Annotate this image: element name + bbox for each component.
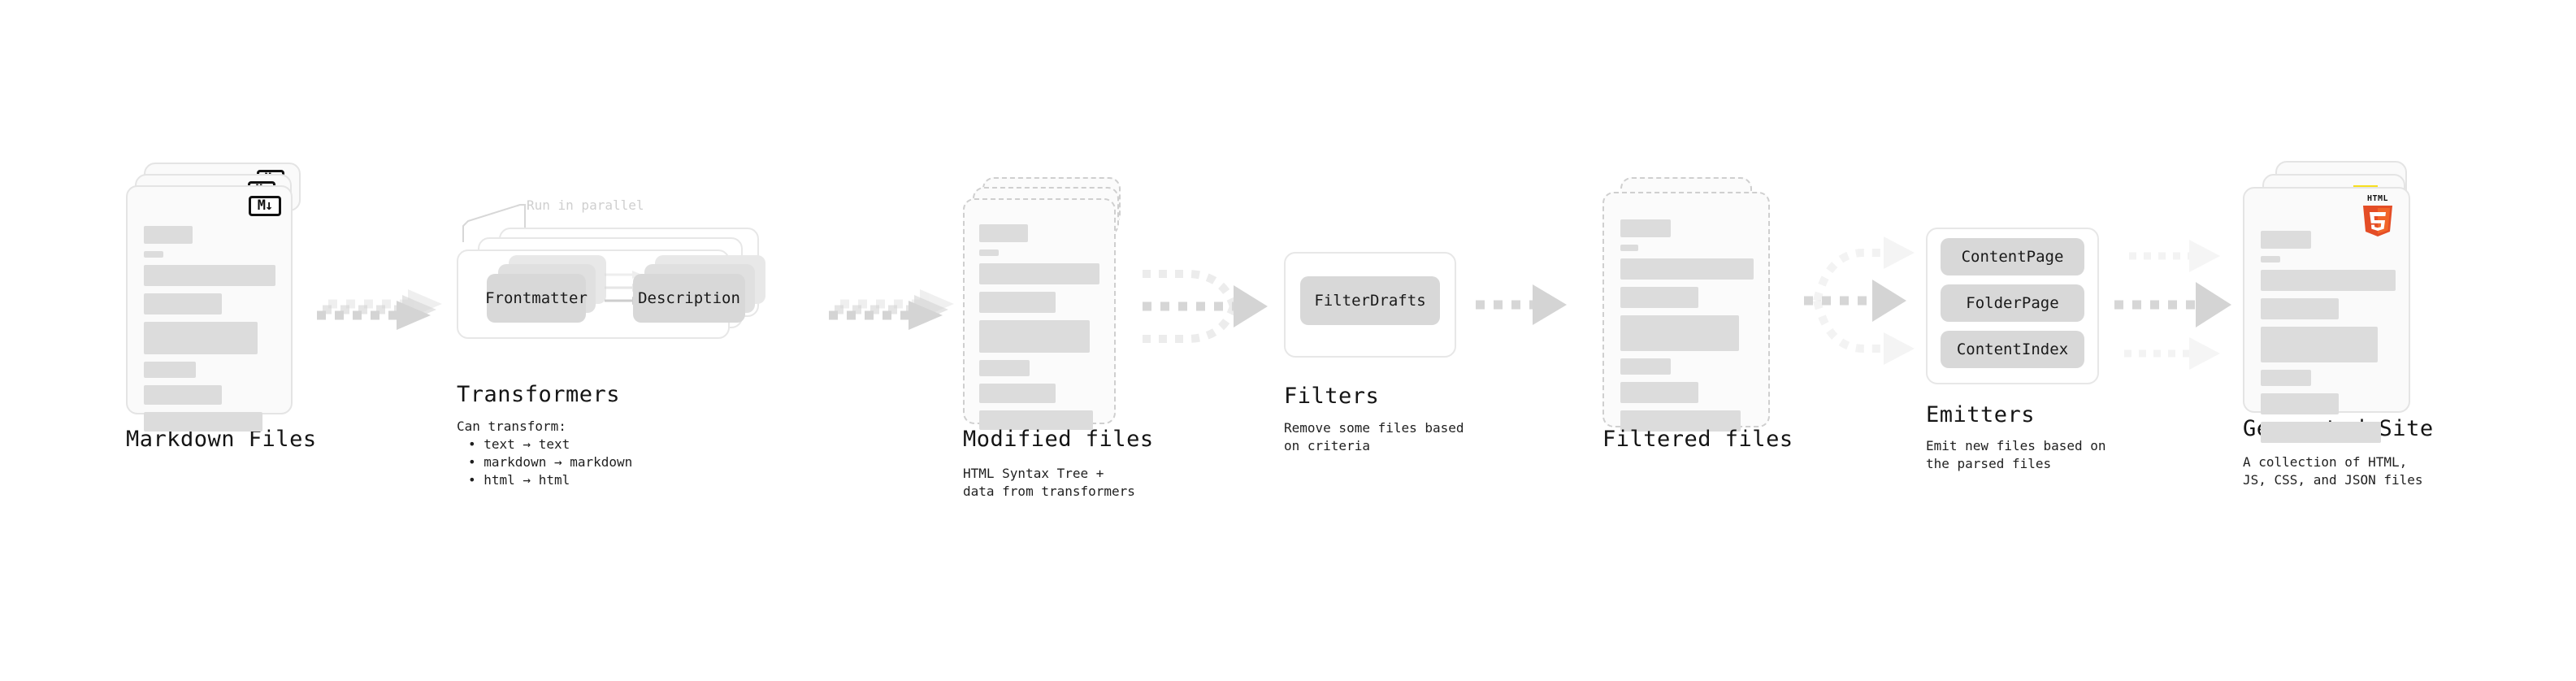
emitters-subtitle: Emit new files based on the parsed files <box>1926 438 2106 471</box>
connector-filters-to-filtered <box>1471 280 1593 329</box>
modified-files-title: Modified files <box>963 427 1154 452</box>
filters-subtitle: Remove some files based on criteria <box>1284 420 1464 453</box>
placeholder-line <box>1620 315 1739 351</box>
document-placeholder-lines <box>2261 231 2397 450</box>
html5-icon: HTML <box>2360 195 2396 237</box>
run-in-parallel-label: Run in parallel <box>527 197 644 213</box>
connector-transformers-to-modified <box>821 268 967 341</box>
placeholder-line <box>2261 422 2381 443</box>
placeholder-line <box>1620 287 1698 308</box>
generated-site-stack: CSS HTML <box>2243 161 2418 443</box>
placeholder-line <box>2261 327 2378 362</box>
connector-markdown-to-transformers <box>309 268 455 341</box>
connector-filtered-to-emitters <box>1804 223 1950 378</box>
placeholder-line <box>979 320 1090 353</box>
placeholder-line <box>1620 358 1671 375</box>
placeholder-line <box>2261 270 2396 291</box>
emitter-node-contentindex[interactable]: ContentIndex <box>1941 331 2084 368</box>
placeholder-line <box>144 226 193 244</box>
arrow-head <box>1234 285 1268 327</box>
emitter-node-contentpage[interactable]: ContentPage <box>1941 238 2084 275</box>
placeholder-line <box>1620 410 1741 432</box>
placeholder-line <box>979 249 999 256</box>
placeholder-line <box>1620 382 1698 403</box>
placeholder-line <box>144 265 275 286</box>
modified-files-stack <box>963 177 1138 437</box>
placeholder-line <box>2261 393 2339 414</box>
transformers-bullet-item: • text → text <box>468 436 570 452</box>
document-placeholder-lines <box>1620 219 1757 439</box>
arrow-head <box>2189 240 2220 272</box>
placeholder-line <box>979 292 1056 313</box>
transformer-node-frontmatter[interactable]: Frontmatter <box>485 274 588 323</box>
connector-emitters-to-site <box>2113 232 2255 378</box>
modified-files-subtitle: HTML Syntax Tree + data from transformer… <box>963 466 1135 499</box>
placeholder-line <box>144 385 222 405</box>
markdown-icon: M↓ <box>249 196 281 216</box>
placeholder-line <box>2261 231 2311 249</box>
placeholder-line <box>144 322 258 354</box>
placeholder-line <box>2261 370 2311 386</box>
placeholder-line <box>979 360 1030 376</box>
markdown-files-stack: M↓ M↓ M↓ <box>126 163 301 432</box>
transformers-bullet-list: • text → text • markdown → markdown • ht… <box>457 436 632 489</box>
document-placeholder-lines <box>979 224 1103 437</box>
transformers-subtitle-heading: Can transform: <box>457 419 566 434</box>
generated-site-subtitle: A collection of HTML, JS, CSS, and JSON … <box>2243 454 2423 488</box>
filtered-card-front <box>1602 192 1770 432</box>
arrow-head <box>2196 282 2231 327</box>
placeholder-line <box>1620 245 1638 251</box>
transformers-bullet-item: • html → html <box>468 472 570 488</box>
arrow-head <box>909 301 943 330</box>
placeholder-line <box>144 251 163 258</box>
arrow-shaft <box>1143 270 1238 308</box>
placeholder-line <box>979 263 1099 284</box>
arrow-shaft <box>1813 249 1885 302</box>
filtered-files-stack <box>1602 177 1777 437</box>
placeholder-line <box>2261 256 2280 262</box>
arrow-head <box>1872 280 1906 322</box>
filters-title: Filters <box>1284 384 1380 409</box>
placeholder-line <box>144 362 196 378</box>
emitters-title: Emitters <box>1926 402 2036 427</box>
placeholder-line <box>144 293 222 314</box>
arrow-head <box>1884 332 1915 365</box>
placeholder-line <box>979 384 1056 403</box>
filter-node-filterdrafts[interactable]: FilterDrafts <box>1300 276 1440 325</box>
document-placeholder-lines <box>144 226 280 439</box>
arrow-head <box>1884 236 1915 269</box>
arrow-head <box>2189 337 2220 370</box>
connector-modified-to-filters <box>1138 256 1280 362</box>
transformers-title: Transformers <box>457 382 621 407</box>
filtered-files-title: Filtered files <box>1602 427 1793 452</box>
arrow-shaft <box>1143 305 1238 343</box>
modified-card-front <box>963 198 1116 430</box>
arrow-head <box>1533 284 1567 325</box>
placeholder-line <box>2261 298 2339 319</box>
emitter-node-folderpage[interactable]: FolderPage <box>1941 284 2084 322</box>
placeholder-line <box>1620 258 1754 280</box>
transformer-node-description[interactable]: Description <box>633 274 745 323</box>
run-in-parallel-leader-line <box>462 203 535 244</box>
placeholder-line <box>1620 219 1671 237</box>
arrow-head <box>397 301 431 330</box>
generated-card-front: HTML <box>2243 187 2410 443</box>
markdown-card-front: M↓ <box>126 185 293 432</box>
placeholder-line <box>979 410 1093 430</box>
transformers-bullet-item: • markdown → markdown <box>468 454 633 470</box>
placeholder-line <box>144 412 262 432</box>
arrow-shaft <box>1813 299 1885 353</box>
placeholder-line <box>979 224 1028 242</box>
